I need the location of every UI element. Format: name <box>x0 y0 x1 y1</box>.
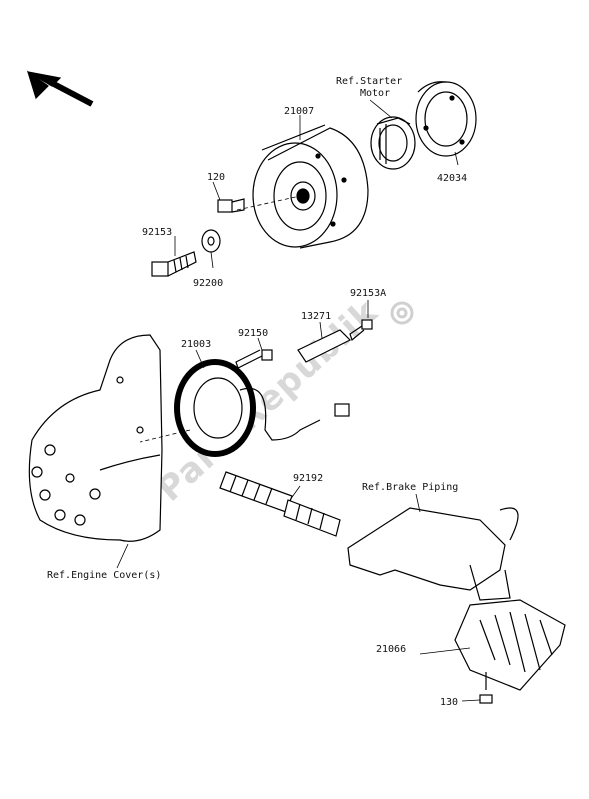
bolt-130 <box>479 672 493 704</box>
flywheel-rotor <box>252 124 369 249</box>
label-ref-starter-motor-2: Motor <box>360 88 391 99</box>
gear-watermark-icon <box>390 301 414 325</box>
label-92153a: 92153A <box>350 288 387 299</box>
label-92150: 92150 <box>238 328 269 339</box>
starter-clutch-ring <box>370 116 416 170</box>
bolt-120 <box>217 198 245 213</box>
label-21003: 21003 <box>181 339 212 350</box>
label-ref-starter-motor: Ref.Starter <box>336 76 403 87</box>
stator <box>174 359 350 457</box>
label-21066: 21066 <box>376 644 407 655</box>
bolt-92150 <box>235 349 273 369</box>
label-92200: 92200 <box>193 278 224 289</box>
sleeve-92192 <box>219 471 341 537</box>
leader-lines <box>116 99 481 702</box>
label-92153: 92153 <box>142 227 173 238</box>
label-130: 130 <box>440 697 459 708</box>
label-42034: 42034 <box>437 173 468 184</box>
label-92192: 92192 <box>293 473 324 484</box>
label-ref-brake-piping: Ref.Brake Piping <box>362 482 459 493</box>
screw-92153a <box>349 319 373 342</box>
regulator-rectifier <box>454 599 566 691</box>
label-13271: 13271 <box>301 311 332 322</box>
plate-13271 <box>297 329 352 363</box>
label-120: 120 <box>207 172 226 183</box>
mounting-bracket <box>347 507 519 601</box>
bolt-92153 <box>151 251 197 277</box>
engine-cover <box>28 334 163 542</box>
front-arrow-icon <box>26 70 94 107</box>
label-21007: 21007 <box>284 106 315 117</box>
washer-92200 <box>201 229 221 253</box>
starter-gear <box>415 81 477 157</box>
label-ref-engine-cover: Ref.Engine Cover(s) <box>47 570 162 581</box>
